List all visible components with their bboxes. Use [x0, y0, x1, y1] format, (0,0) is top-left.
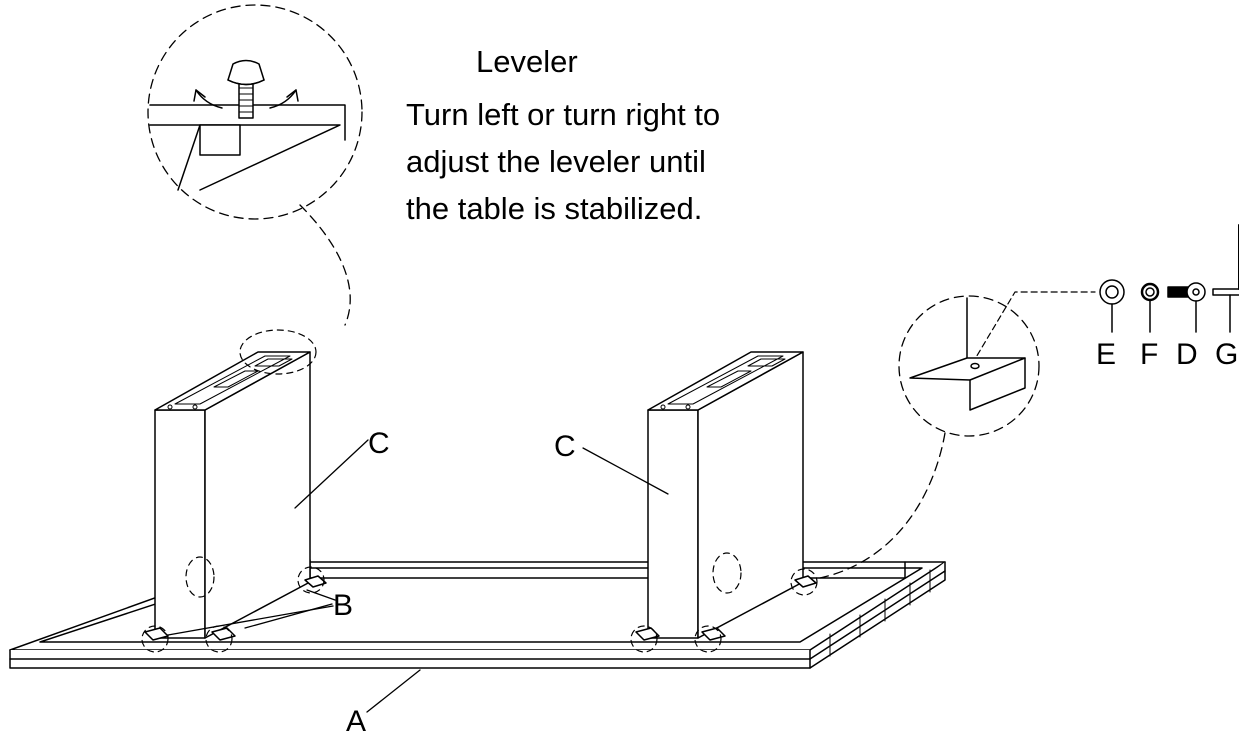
bracket-right-back — [794, 575, 817, 588]
part-label-b: B — [333, 589, 354, 622]
part-label-g: G — [1215, 338, 1239, 371]
leveler-instruction-line: the table is stabilized. — [406, 191, 703, 226]
allen-key-g — [1212, 224, 1239, 333]
leg-right — [647, 351, 804, 639]
leader-lines — [167, 439, 669, 713]
bracket-right-front-2 — [701, 627, 726, 641]
part-label-d: D — [1176, 338, 1198, 371]
leg-right-front — [647, 409, 699, 639]
leveler-callout — [147, 4, 363, 326]
bracket-right-front-1 — [635, 627, 660, 641]
leg-left-front — [154, 409, 206, 639]
bolt-d — [1167, 282, 1206, 333]
leveler-title: Leveler — [476, 44, 578, 79]
bracket-left-back — [304, 575, 327, 588]
part-label-c-right: C — [554, 430, 576, 463]
washer-e — [1099, 279, 1125, 333]
table-frame — [9, 559, 946, 669]
part-label-f: F — [1140, 338, 1159, 371]
part-label-e: E — [1096, 338, 1117, 371]
connector-callout — [819, 291, 1096, 579]
lock-washer-f — [1140, 282, 1160, 333]
hardware — [1099, 224, 1239, 333]
part-label-c-left: C — [368, 427, 390, 460]
leveler-instruction-line: Turn left or turn right to — [406, 97, 721, 132]
leg-left — [154, 351, 311, 639]
part-label-a: A — [346, 705, 367, 738]
leveler-instruction-line: adjust the leveler until — [406, 144, 706, 179]
